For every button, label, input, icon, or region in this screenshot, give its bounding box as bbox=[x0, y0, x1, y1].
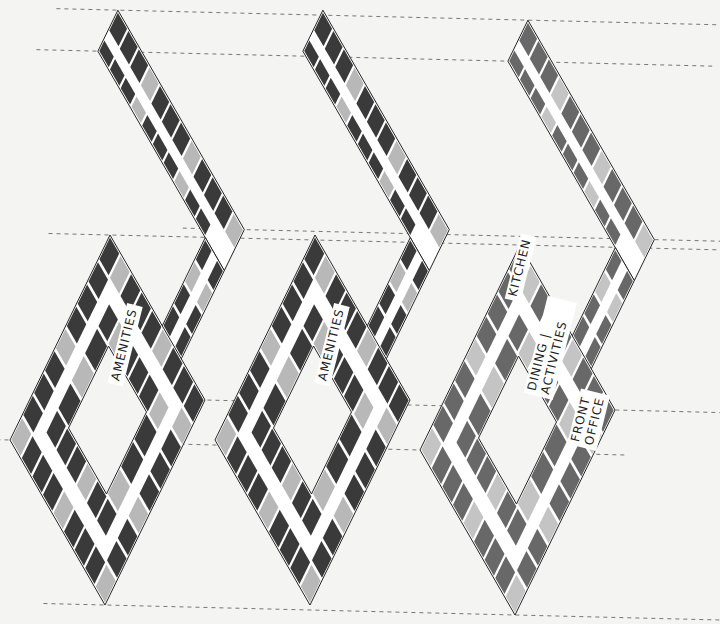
room-cell bbox=[312, 541, 332, 578]
room-cell bbox=[552, 125, 567, 152]
room-cell bbox=[347, 115, 362, 142]
room-cell bbox=[197, 283, 212, 312]
room-cell bbox=[149, 392, 168, 429]
room-cell bbox=[315, 59, 330, 86]
room-cell bbox=[97, 499, 116, 536]
room-cell bbox=[520, 69, 535, 96]
ring-slab bbox=[10, 235, 205, 605]
room-cell bbox=[635, 224, 653, 258]
room-cell bbox=[110, 59, 125, 86]
room-cell bbox=[304, 40, 319, 67]
room-cell bbox=[618, 271, 633, 300]
room-cell bbox=[59, 384, 81, 426]
room-cell bbox=[264, 384, 286, 426]
floor-plates bbox=[10, 10, 654, 615]
room-cell bbox=[584, 294, 600, 324]
room-cell bbox=[389, 384, 409, 422]
room-cell bbox=[518, 479, 540, 521]
room-cell bbox=[358, 134, 373, 161]
room-cell bbox=[354, 392, 373, 429]
room-cell bbox=[108, 469, 130, 511]
room-cell bbox=[401, 208, 416, 235]
floor-plate bbox=[215, 10, 449, 605]
room-cell bbox=[563, 144, 578, 171]
room-cell bbox=[337, 96, 352, 123]
room-cell bbox=[185, 262, 201, 292]
room-cell bbox=[542, 106, 557, 133]
room-cell bbox=[184, 384, 204, 422]
room-cell bbox=[301, 565, 321, 603]
room-cell bbox=[506, 575, 526, 613]
room-cell bbox=[531, 88, 546, 115]
room-cell bbox=[390, 262, 406, 292]
ring-slab bbox=[215, 235, 410, 605]
room-cell bbox=[586, 337, 601, 366]
floor-plate bbox=[10, 10, 244, 605]
room-cell bbox=[369, 306, 385, 336]
wing-slab bbox=[303, 10, 449, 270]
room-cell bbox=[390, 190, 405, 217]
room-cell bbox=[584, 181, 599, 208]
room-cell bbox=[381, 327, 396, 356]
room-cell bbox=[302, 499, 321, 536]
room-cell bbox=[379, 171, 394, 198]
room-cell bbox=[96, 565, 116, 603]
room-cell bbox=[326, 78, 341, 105]
room-cell bbox=[574, 316, 590, 346]
projection-lines bbox=[0, 9, 720, 620]
room-cell bbox=[186, 305, 201, 334]
projection-line bbox=[44, 604, 720, 621]
room-cell bbox=[509, 50, 524, 77]
room-cell bbox=[228, 396, 248, 433]
room-cell bbox=[595, 272, 611, 302]
room-cell bbox=[164, 152, 179, 179]
room-cell bbox=[176, 327, 191, 356]
room-cell bbox=[196, 208, 211, 235]
room-cell bbox=[469, 394, 491, 436]
room-cell bbox=[121, 78, 136, 105]
room-cell bbox=[225, 214, 243, 248]
room-cell bbox=[401, 240, 417, 270]
room-cell bbox=[507, 509, 526, 546]
room-cell bbox=[23, 396, 43, 433]
room-cell bbox=[574, 162, 589, 189]
room-cell bbox=[174, 284, 190, 314]
room-cell bbox=[153, 134, 168, 161]
room-cell bbox=[517, 551, 537, 588]
room-cell bbox=[607, 293, 622, 322]
room-cell bbox=[142, 115, 157, 142]
projection-line bbox=[56, 9, 720, 26]
room-cell bbox=[164, 306, 180, 336]
room-cell bbox=[391, 305, 406, 334]
room-cell bbox=[402, 283, 417, 312]
wing-slab bbox=[98, 10, 244, 270]
floor-plate bbox=[420, 20, 654, 615]
room-cell bbox=[433, 406, 453, 443]
room-cell bbox=[596, 315, 611, 344]
room-cell bbox=[606, 250, 622, 280]
room-cell bbox=[430, 214, 448, 248]
room-cell bbox=[606, 218, 621, 245]
room-cell bbox=[99, 40, 114, 67]
room-cell bbox=[185, 190, 200, 217]
room-cell bbox=[313, 469, 335, 511]
room-cell bbox=[369, 152, 384, 179]
room-cell bbox=[174, 171, 189, 198]
room-cell bbox=[196, 240, 212, 270]
room-cell bbox=[132, 96, 147, 123]
room-cell bbox=[107, 541, 127, 578]
room-cell bbox=[379, 284, 395, 314]
room-cell bbox=[413, 261, 428, 290]
room-cell bbox=[208, 261, 223, 290]
room-cell bbox=[595, 200, 610, 227]
